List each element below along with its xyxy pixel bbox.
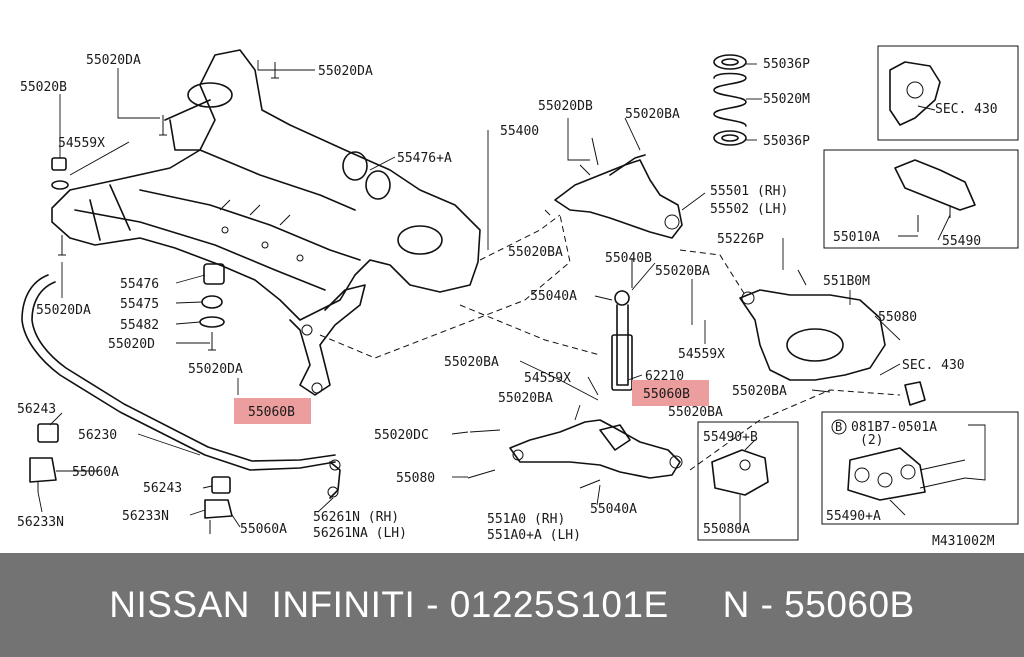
label-55501: 55501 (RH) — [710, 184, 788, 199]
label-SEC430-mid: SEC. 430 — [902, 358, 965, 373]
footer-part-number: NISSAN INFINITI - 01225S101E N - 55060B — [109, 584, 915, 625]
label-55400: 55400 — [500, 124, 539, 139]
coil-spring-drawing — [713, 54, 747, 146]
label-56261NA: 56261NA (LH) — [313, 526, 407, 541]
label-55476A: 55476+A — [397, 151, 452, 166]
shock-absorber-drawing — [611, 258, 633, 391]
highlight-box-left — [234, 398, 311, 424]
label-55020BA-6: 55020BA — [498, 391, 553, 406]
inset-mount-a — [821, 411, 1019, 525]
label-B-circle: B — [835, 420, 842, 434]
label-55020B: 55020B — [20, 80, 67, 95]
label-55020DA-left: 55020DA — [36, 303, 91, 318]
label-55010A: 55010A — [833, 230, 880, 245]
highlight-label-right: 55060B — [643, 387, 690, 402]
label-55020DA-right: 55020DA — [318, 64, 373, 79]
leader-lines — [37, 60, 986, 530]
label-551A0A: 551A0+A (LH) — [487, 528, 581, 543]
label-55476: 55476 — [120, 277, 159, 292]
label-55040B: 55040B — [605, 251, 652, 266]
label-56230: 56230 — [78, 428, 117, 443]
label-55020DC: 55020DC — [374, 428, 429, 443]
label-55040A: 55040A — [530, 289, 577, 304]
label-55490: 55490 — [942, 234, 981, 249]
label-55020BA-top: 55020BA — [625, 107, 680, 122]
label-56243-2: 56243 — [143, 481, 182, 496]
highlight-box-right — [632, 380, 709, 406]
label-551B0M: 551B0M — [823, 274, 870, 289]
label-55080-left: 55080 — [396, 471, 435, 486]
lower-arm-rear-drawing — [739, 269, 926, 406]
label-55036P-top: 55036P — [763, 57, 810, 72]
lower-arm-front-drawing — [467, 419, 683, 489]
footer-bar: NISSAN INFINITI - 01225S101E N - 55060B — [0, 553, 1024, 657]
label-55502: 55502 (LH) — [710, 202, 788, 217]
stabilizer-bar-drawing — [21, 274, 341, 534]
label-SEC430-top: SEC. 430 — [935, 102, 998, 117]
label-55020DB: 55020DB — [538, 99, 593, 114]
parts-diagram: 55060B 55060B 55020DA 55020DA 55020B 545… — [17, 45, 1019, 549]
label-55040A-2: 55040A — [590, 502, 637, 517]
inset-knuckle — [877, 45, 1019, 141]
diagram-svg: 55060B 55060B 55020DA 55020DA 55020B 545… — [17, 45, 1019, 549]
label-56233N-1: 56233N — [17, 515, 64, 530]
inset-crossmember — [823, 149, 1019, 249]
label-56261N: 56261N (RH) — [313, 510, 399, 525]
part-labels: 55020DA 55020DA 55020B 54559X 55400 5547… — [17, 53, 998, 549]
label-qty-2: (2) — [860, 433, 883, 448]
label-54559X-right: 54559X — [678, 347, 725, 362]
label-55482: 55482 — [120, 318, 159, 333]
label-551A0: 551A0 (RH) — [487, 512, 565, 527]
label-55490A: 55490+A — [826, 509, 881, 524]
label-54559X-left: 54559X — [58, 136, 105, 151]
label-55060A-1: 55060A — [72, 465, 119, 480]
label-56233N-2: 56233N — [122, 509, 169, 524]
label-55020BA-7: 55020BA — [668, 405, 723, 420]
highlight-label-left: 55060B — [248, 405, 295, 420]
label-55080A: 55080A — [703, 522, 750, 537]
label-55226P: 55226P — [717, 232, 764, 247]
label-55080-right: 55080 — [878, 310, 917, 325]
upper-arm-drawing — [544, 137, 683, 239]
label-55020DA-mid: 55020DA — [188, 362, 243, 377]
label-55475: 55475 — [120, 297, 159, 312]
assembly-dash-lines — [319, 214, 901, 471]
label-55020DA-top: 55020DA — [86, 53, 141, 68]
label-55060A-2: 55060A — [240, 522, 287, 537]
label-55020D: 55020D — [108, 337, 155, 352]
label-55020M: 55020M — [763, 92, 810, 107]
label-56243-top: 56243 — [17, 402, 56, 417]
label-54559X-mid: 54559X — [524, 371, 571, 386]
label-55020BA-4: 55020BA — [732, 384, 787, 399]
subframe-drawing — [51, 49, 481, 396]
label-diagram-ref: M431002M — [932, 534, 995, 549]
label-55036P-bot: 55036P — [763, 134, 810, 149]
label-62210: 62210 — [645, 369, 684, 384]
label-081B7: 081B7-0501A — [851, 420, 937, 435]
inset-mount-b — [697, 421, 799, 541]
label-55020BA-5: 55020BA — [444, 355, 499, 370]
label-55020BA-2: 55020BA — [508, 245, 563, 260]
label-55490B: 55490+B — [703, 430, 758, 445]
label-55020BA-3: 55020BA — [655, 264, 710, 279]
